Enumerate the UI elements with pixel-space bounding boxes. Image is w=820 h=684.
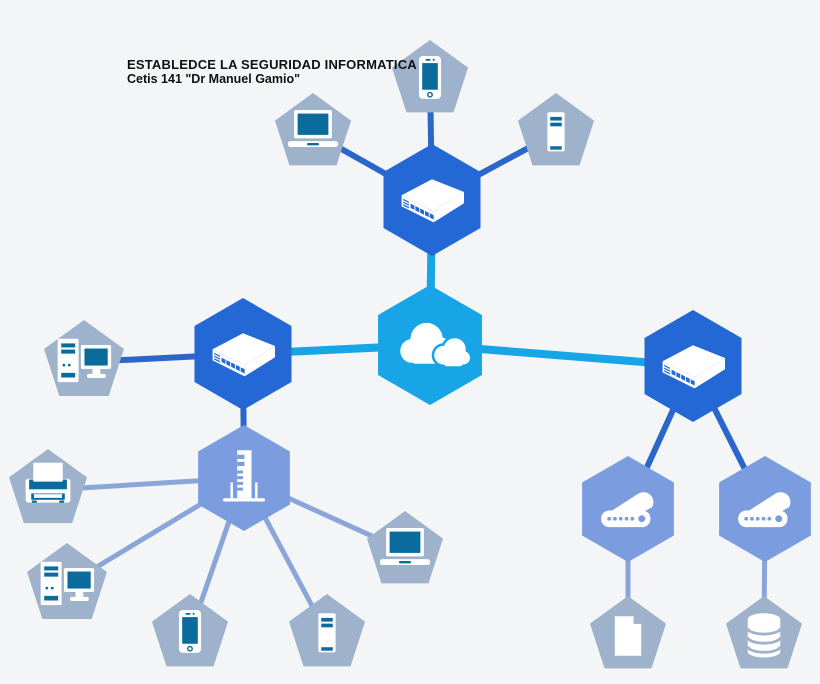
node-phone-top — [391, 40, 469, 113]
node-switch-right — [644, 310, 742, 422]
laptop-icon — [380, 528, 430, 566]
node-printer — [9, 449, 87, 524]
pc-tower-icon — [318, 613, 336, 653]
node-laptop-top — [274, 93, 352, 166]
node-tower-bottom — [288, 594, 366, 667]
node-desktop-bottom — [27, 543, 107, 619]
title-line-1: ESTABLEDCE LA SEGURIDAD INFORMATICA — [127, 57, 417, 72]
node-switch-left — [194, 298, 292, 410]
node-laptop-bottom — [366, 511, 444, 584]
smartphone-icon — [178, 609, 202, 653]
node-document — [589, 596, 667, 669]
desktop-pc-icon — [40, 561, 95, 606]
title-line-2: Cetis 141 "Dr Manuel Gamio" — [127, 72, 301, 86]
node-desktop-left — [44, 320, 124, 396]
desktop-pc-icon — [57, 338, 112, 383]
node-drive-2 — [719, 456, 811, 562]
laptop-icon — [288, 110, 338, 148]
server-tower-icon — [223, 450, 265, 502]
pc-tower-icon — [547, 112, 565, 152]
node-cloud — [378, 285, 482, 405]
smartphone-icon — [418, 55, 442, 99]
storage-drive-icon — [738, 492, 791, 528]
storage-drive-icon — [601, 492, 654, 528]
node-switch-top — [383, 144, 481, 256]
node-drive-1 — [582, 456, 674, 562]
network-switch-icon — [401, 179, 464, 223]
printer-icon — [25, 462, 71, 503]
cloud-icon — [400, 322, 473, 369]
document-icon — [614, 616, 642, 656]
database-icon — [746, 613, 782, 658]
node-database — [725, 596, 803, 669]
node-phone-bottom — [151, 594, 229, 667]
node-tower-top — [517, 93, 595, 166]
node-server — [198, 425, 290, 531]
network-switch-icon — [212, 333, 275, 377]
diagram-title: ESTABLEDCE LA SEGURIDAD INFORMATICA Ceti… — [127, 57, 417, 87]
network-switch-icon — [662, 345, 725, 389]
